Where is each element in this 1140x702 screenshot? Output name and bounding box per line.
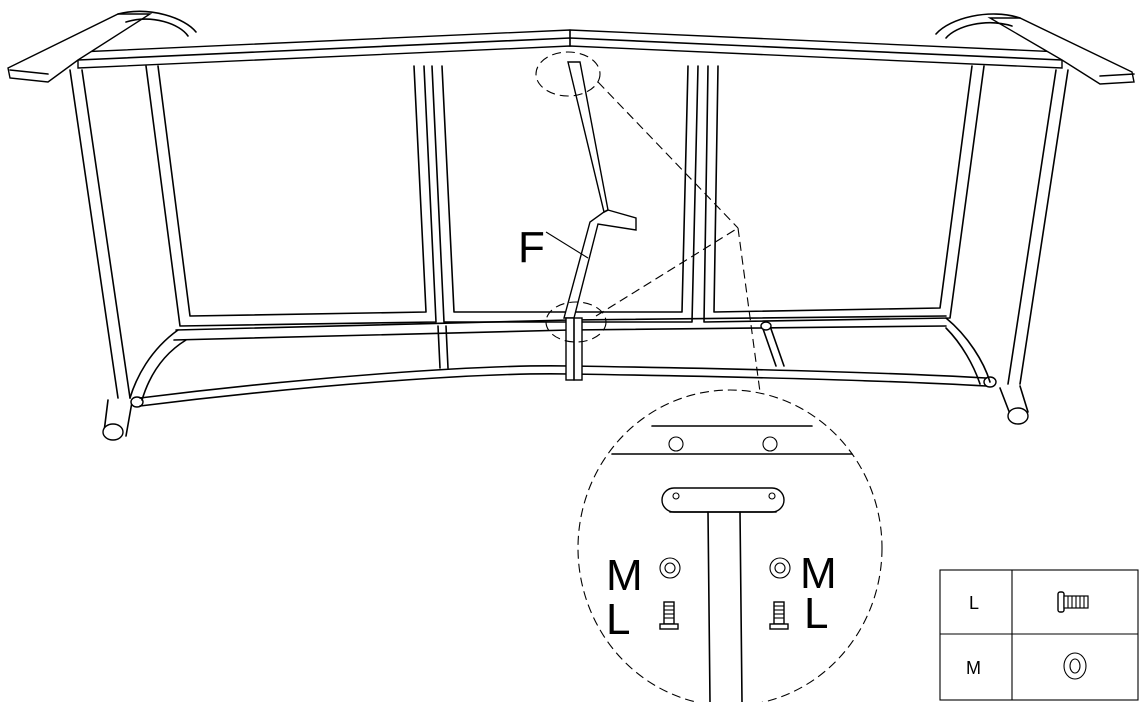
right-bolt-label: L (804, 589, 828, 638)
detail-view (577, 389, 883, 702)
upper-joint-highlight (535, 51, 601, 97)
lower-rail (129, 315, 991, 407)
left-armrest (7, 10, 197, 83)
left-washer-label: M (606, 551, 643, 600)
right-leg (983, 69, 1069, 425)
left-bolt-label: L (606, 595, 630, 644)
back-panel-middle (431, 65, 699, 323)
part-f-label: F (518, 223, 545, 272)
back-panel-left (145, 65, 437, 327)
right-washer (769, 557, 791, 579)
parts-legend: L M (939, 569, 1139, 701)
right-washer-label: M (800, 549, 837, 598)
lower-joint-highlight (545, 301, 607, 343)
part-f-leader (545, 231, 589, 259)
bolt-icon (1057, 591, 1089, 613)
legend-row-label: M (966, 658, 981, 678)
right-armrest (935, 13, 1135, 85)
right-bolt (769, 601, 789, 630)
legend-row-label: L (969, 593, 979, 613)
part-f-support-bar (563, 61, 637, 381)
left-leg (69, 69, 144, 441)
bench-frame (7, 10, 1135, 441)
left-washer (659, 557, 681, 579)
washer-icon (1063, 652, 1087, 680)
left-bolt (659, 601, 679, 630)
